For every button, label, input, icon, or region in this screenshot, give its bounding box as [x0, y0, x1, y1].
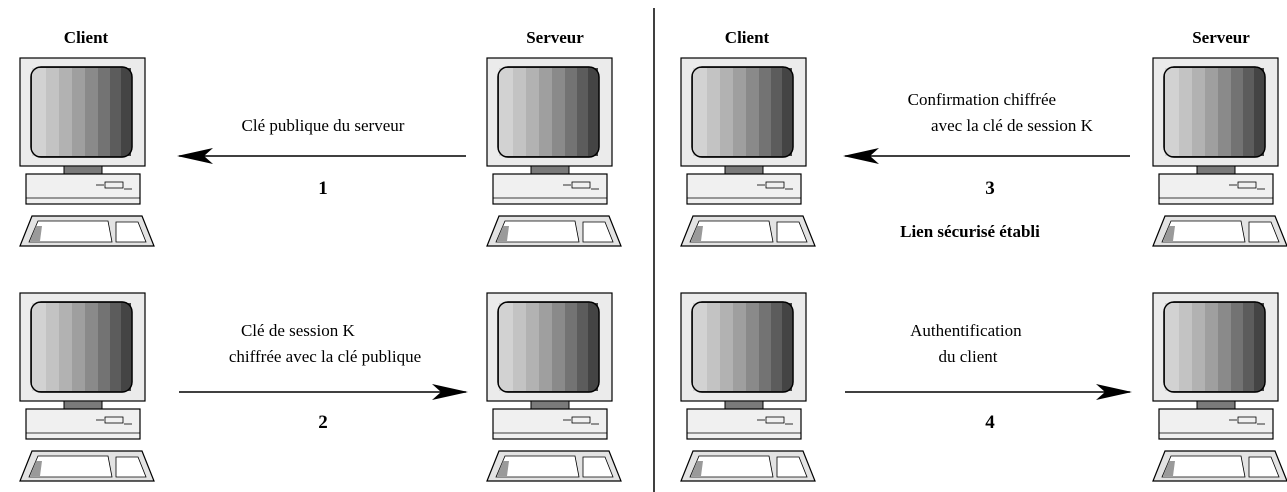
server-computer-icon	[486, 57, 622, 247]
secure-link-status: Lien sécurisé établi	[900, 222, 1040, 241]
step-3-label: Confirmation chiffrée avec la clé de ses…	[908, 90, 1094, 135]
step-1-label: Clé publique du serveur	[242, 116, 405, 135]
server-computer-icon	[486, 292, 622, 482]
step-2-label: Clé de session K chiffrée avec la clé pu…	[229, 321, 421, 366]
step-3-number: 3	[985, 178, 995, 199]
header-right-server: Serveur	[1192, 28, 1250, 47]
step-1-number: 1	[318, 178, 328, 199]
client-computer-icon	[680, 292, 816, 482]
header-right-client: Client	[725, 28, 770, 47]
header-left-server: Serveur	[526, 28, 584, 47]
step-2-number: 2	[318, 412, 328, 433]
server-computer-icon	[1152, 292, 1287, 482]
client-computer-icon	[680, 57, 816, 247]
server-computer-icon	[1152, 57, 1287, 247]
step-4-label: Authentification du client	[910, 321, 1026, 366]
client-computer-icon	[19, 57, 155, 247]
header-left-client: Client	[64, 28, 109, 47]
step-4-number: 4	[985, 412, 995, 433]
client-computer-icon	[19, 292, 155, 482]
